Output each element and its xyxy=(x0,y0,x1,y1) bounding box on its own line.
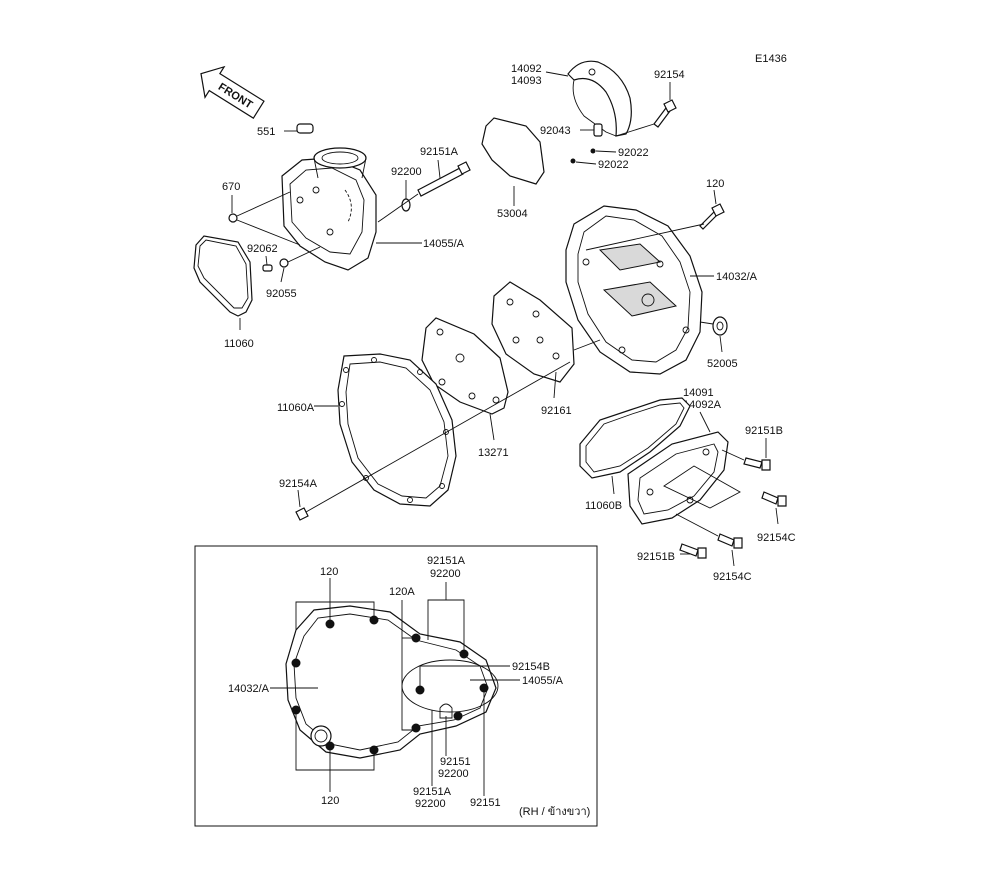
bolt-92151B xyxy=(743,457,771,471)
inset-label-14032A: 14032/A xyxy=(228,683,270,695)
label-92151A: 92151A xyxy=(420,146,459,158)
bolt-92154C xyxy=(761,491,787,507)
inset-label-92151A-bot: 92151A xyxy=(413,786,452,798)
inset-caption: (RH / ข้างขวา) xyxy=(519,806,590,818)
gasket-92161 xyxy=(491,281,575,383)
bolt-92154C-lower xyxy=(717,533,743,549)
label-92154C: 92154C xyxy=(757,532,796,544)
bolt-92154A xyxy=(295,361,571,521)
label-14093: 14093 xyxy=(511,75,542,87)
pin-92062 xyxy=(262,264,273,272)
inset-leader-lines xyxy=(270,578,520,796)
inset-label-92151-bot: 92151 xyxy=(470,797,501,809)
washer-92022-b xyxy=(570,158,576,164)
label-92154: 92154 xyxy=(654,69,685,81)
label-92022-b: 92022 xyxy=(598,159,629,171)
label-92043: 92043 xyxy=(540,125,571,137)
seal-52005 xyxy=(712,316,728,336)
collar-92043 xyxy=(593,123,603,137)
label-92022-a: 92022 xyxy=(618,147,649,159)
label-14032A: 14032/A xyxy=(716,271,758,283)
bolt-92151B-lower xyxy=(679,543,707,559)
o-ring-670 xyxy=(228,213,238,223)
inset-box xyxy=(194,545,598,827)
label-92151B-lower: 92151B xyxy=(637,551,675,563)
label-551: 551 xyxy=(257,126,275,138)
washer-92022-a xyxy=(590,148,596,154)
label-92154C-lower: 92154C xyxy=(713,571,752,583)
gasket-53004 xyxy=(481,117,545,185)
label-52005: 52005 xyxy=(707,358,738,370)
dowel-pin-551 xyxy=(284,123,314,134)
gasket-11060 xyxy=(193,235,253,317)
bolt-92151A xyxy=(417,161,471,197)
gasket-11060A xyxy=(337,353,457,507)
screw-120 xyxy=(699,203,725,230)
drawing-code: E1436 xyxy=(755,53,787,65)
inset-label-120-bot: 120 xyxy=(321,795,339,807)
plate-13271 xyxy=(421,317,509,415)
label-92200: 92200 xyxy=(391,166,422,178)
label-14055A: 14055/A xyxy=(423,238,465,250)
label-92161: 92161 xyxy=(541,405,572,417)
label-14092: 14092 xyxy=(511,63,542,75)
ring-92055 xyxy=(279,258,289,268)
label-11060: 11060 xyxy=(224,338,254,350)
label-11060B: 11060B xyxy=(585,500,622,512)
label-14092A: 14092A xyxy=(683,399,722,411)
label-53004: 53004 xyxy=(497,208,528,220)
inset-label-14055A: 14055/A xyxy=(522,675,564,687)
inset-label-92151A-top: 92151A xyxy=(427,555,466,567)
label-11060A: 11060A xyxy=(277,402,315,414)
bolt-92154 xyxy=(653,99,677,128)
inset-label-92200-bot: 92200 xyxy=(415,798,446,810)
cover-14055A xyxy=(281,147,377,271)
label-92055: 92055 xyxy=(266,288,297,300)
inset-label-92200-top: 92200 xyxy=(430,568,461,580)
label-670: 670 xyxy=(222,181,240,193)
label-120: 120 xyxy=(706,178,724,190)
inset-label-92200-mid: 92200 xyxy=(438,768,469,780)
front-arrow: FRONT xyxy=(200,65,265,119)
inset-label-92154B: 92154B xyxy=(512,661,550,673)
label-14091: 14091 xyxy=(683,387,714,399)
cover-14092 xyxy=(567,60,632,137)
inset-label-120-top: 120 xyxy=(320,566,338,578)
inset-label-120A: 120A xyxy=(389,586,415,598)
cover-14091 xyxy=(627,431,741,525)
inset-label-92151-mid: 92151 xyxy=(440,756,471,768)
gasket-11060B xyxy=(579,397,691,479)
cover-14032A xyxy=(565,205,703,375)
label-92151B: 92151B xyxy=(745,425,783,437)
label-13271: 13271 xyxy=(478,447,509,459)
label-92062: 92062 xyxy=(247,243,278,255)
label-92154A: 92154A xyxy=(279,478,318,490)
inset-assembly xyxy=(285,605,499,759)
